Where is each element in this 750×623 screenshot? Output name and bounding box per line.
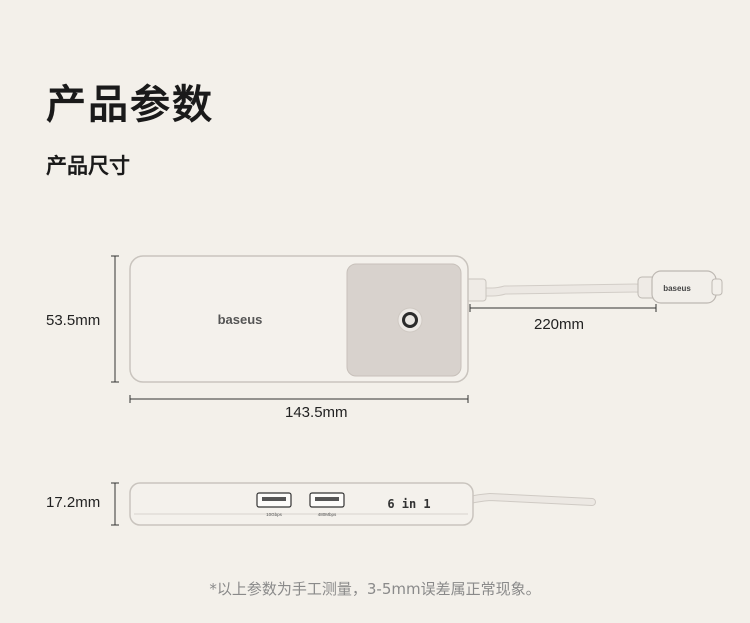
cable-length-label: 220mm bbox=[534, 316, 585, 333]
device-brand-text: baseus bbox=[218, 312, 263, 327]
thickness-dimension-label: 17.2mm bbox=[46, 494, 101, 511]
measurement-note: *以上参数为手工测量，3-5mm误差属正常现象。 bbox=[209, 580, 541, 598]
six-in-one-badge: 6 in 1 bbox=[387, 497, 430, 511]
connector-brand-text: baseus bbox=[663, 284, 691, 293]
port2-caption: 480Mbps bbox=[318, 512, 337, 517]
page-title: 产品参数 bbox=[46, 82, 214, 128]
port1-caption: 10Gbps bbox=[266, 512, 283, 517]
height-dimension-label: 53.5mm bbox=[46, 312, 101, 329]
width-dimension-label: 143.5mm bbox=[285, 404, 348, 421]
power-button-icon bbox=[397, 307, 423, 333]
usb-c-connector: baseus bbox=[637, 270, 723, 304]
usb-port-2: 480Mbps bbox=[309, 492, 345, 517]
section-subtitle: 产品尺寸 bbox=[46, 154, 130, 178]
usb-port-1: 10Gbps bbox=[256, 492, 292, 517]
